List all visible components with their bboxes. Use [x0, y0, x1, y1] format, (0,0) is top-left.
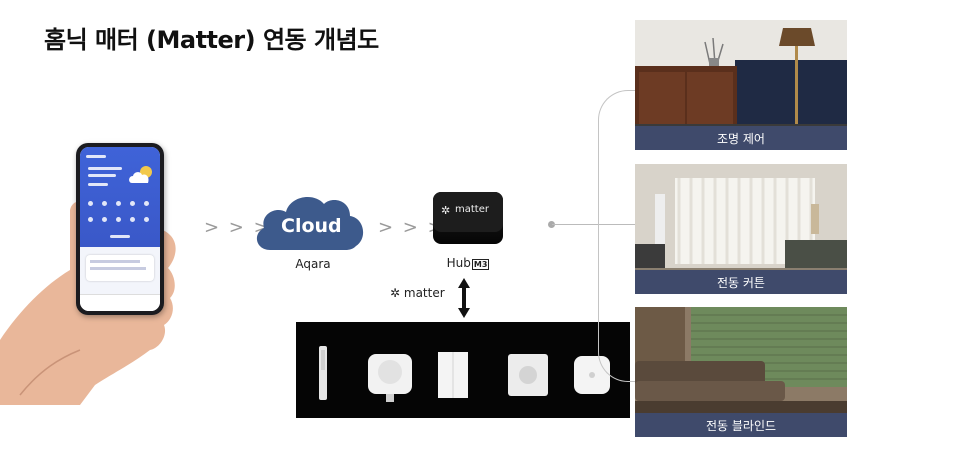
hub-matter-text: matter [455, 204, 489, 215]
aqara-brand: Aqara [295, 257, 331, 271]
cloud-icon [256, 197, 364, 250]
lighting-photo: 조명 제어 [635, 20, 847, 150]
cloud-label: Cloud [281, 215, 342, 237]
matter-logo-icon: ✲ [390, 286, 401, 300]
hub-top-face [433, 192, 503, 232]
curtain-caption: 전동 커튼 [635, 270, 847, 294]
flow-arrows-phone-to-cloud: > > > [204, 217, 271, 238]
connector-bracket [598, 90, 659, 382]
smartphone [76, 143, 164, 315]
app-bottom-nav [80, 294, 160, 311]
curtain-photo: 전동 커튼 [635, 164, 847, 294]
dimmer-knob-icon [508, 354, 548, 396]
connector-line [552, 224, 636, 225]
wall-switch-icon [438, 352, 468, 398]
matter-logo-icon: ✲ [441, 204, 451, 217]
connector-dot [548, 221, 555, 228]
hub-model-badge: M3 [471, 259, 490, 270]
matter-devices-panel [296, 322, 630, 418]
blind-caption: 전동 블라인드 [635, 413, 847, 437]
phone-screen [80, 147, 160, 311]
blind-photo: 전동 블라인드 [635, 307, 847, 437]
presence-sensor-icon [319, 346, 327, 400]
hub-label-text: Hub [446, 256, 471, 270]
hub-m3-device: ✲ matter [433, 192, 503, 244]
matter-protocol-label: ✲ matter [390, 286, 445, 300]
lighting-caption: 조명 제어 [635, 126, 847, 150]
weather-cloud-icon [129, 166, 152, 183]
flow-arrows-cloud-to-hub: > > > [378, 217, 445, 238]
matter-protocol-text: matter [403, 286, 445, 300]
app-header [80, 147, 160, 247]
bidirectional-arrow-icon [458, 278, 470, 318]
page-title: 홈닉 매터 (Matter) 연동 개념도 [44, 26, 379, 54]
smart-plug-icon [368, 354, 412, 402]
app-notification-card [86, 255, 154, 281]
